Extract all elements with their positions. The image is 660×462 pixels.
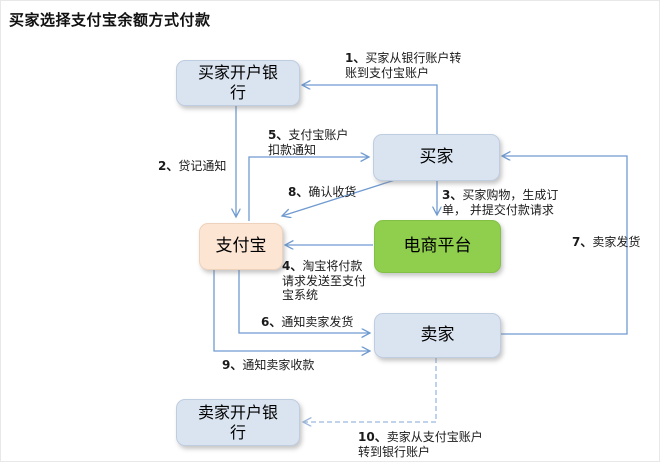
node-alipay: 支付宝 [199,223,283,270]
step6-number: 6、 [261,315,282,329]
step7-number: 7、 [572,235,593,249]
arrow-step7 [500,156,628,335]
step1-number: 1、 [345,51,366,65]
flow-label-step1: 1、买家从银行账户转 账到支付宝账户 [345,51,461,80]
node-seller: 卖家 [374,313,501,358]
step3-number: 3、 [442,188,463,202]
arrow-step5 [248,157,369,221]
flow-label-step5: 5、支付宝账户 扣款通知 [268,128,348,157]
node-seller-bank: 卖家开户银 行 [176,399,300,446]
arrow-step6 [238,270,370,333]
flow-label-step7: 7、卖家发货 [572,235,640,250]
step2-number: 2、 [158,159,179,173]
flow-label-step9: 9、通知卖家收款 [222,358,314,373]
flow-label-step6: 6、通知卖家发货 [261,315,353,330]
flow-label-step4: 4、淘宝将付款 请求发送至支付 宝系统 [282,259,366,303]
step8-number: 8、 [288,185,309,199]
step9-text: 通知卖家收款 [242,358,315,372]
arrow-step9 [213,270,370,351]
step8-text: 确认收货 [308,185,357,199]
step5-text: 支付宝账户 扣款通知 [268,128,349,157]
flow-label-step8: 8、确认收货 [288,185,356,200]
step9-number: 9、 [222,358,243,372]
step7-text: 卖家发货 [592,235,641,249]
step1-text: 买家从银行账户转 账到支付宝账户 [345,51,462,80]
step3-text: 买家购物，生成订 单， 并提交付款请求 [442,188,559,217]
step4-number: 4、 [282,259,303,273]
node-buyer: 买家 [373,134,500,181]
step2-text: 贷记通知 [178,159,227,173]
flow-label-step3: 3、买家购物，生成订 单， 并提交付款请求 [442,188,558,217]
arrow-step1 [302,85,438,135]
node-ecommerce-platform: 电商平台 [374,220,501,273]
step4-text: 淘宝将付款 请求发送至支付 宝系统 [282,259,367,303]
flow-label-step2: 2、贷记通知 [158,159,226,174]
step6-text: 通知卖家发货 [281,315,354,329]
flow-label-step10: 10、卖家从支付宝账户 转到银行账户 [358,430,483,459]
node-buyer-bank: 买家开户银 行 [176,60,300,106]
page-title: 买家选择支付宝余额方式付款 [9,11,211,29]
step10-number: 10、 [358,430,387,444]
step10-text: 卖家从支付宝账户 转到银行账户 [358,430,483,459]
step5-number: 5、 [268,128,289,142]
arrow-step10 [303,358,437,422]
arrow-step8 [282,179,396,216]
